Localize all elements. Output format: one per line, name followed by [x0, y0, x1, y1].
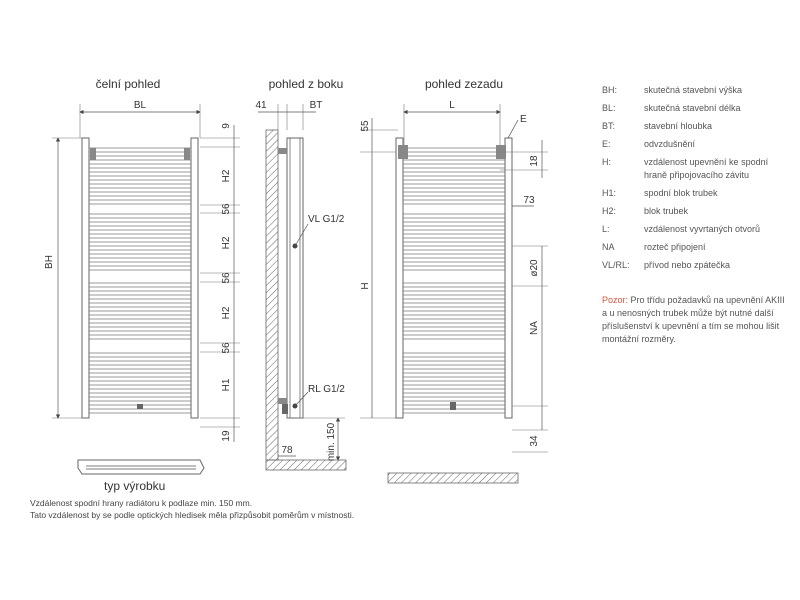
legend-desc: stavební hloubka [644, 121, 713, 131]
front-view: čelní pohled BL BH [44, 77, 240, 493]
note-text: Pro třídu požadavků na upevnění AKIII a … [602, 295, 785, 344]
legend-desc: přívod nebo zpátečka [644, 260, 731, 270]
front-valve [137, 404, 143, 409]
dim-side-bt: BT [310, 100, 323, 111]
legend-desc: skutečná stavební délka [644, 103, 741, 113]
legend-abbr: H: [602, 157, 611, 167]
dim-rear-l: L [449, 100, 455, 111]
dim-front-h2-a: H2 [221, 169, 232, 182]
legend-desc: vzdálenost vyvrtaných otvorů [644, 224, 761, 234]
dim-rear-dia: ø20 [529, 259, 540, 277]
legend-desc: odvzdušnění [644, 139, 696, 149]
legend-row: VL/RL: přívod nebo zpátečka [602, 259, 792, 272]
dim-front-gap-a: 56 [221, 203, 232, 215]
dim-front-gap-b: 56 [221, 272, 232, 284]
footnote: Vzdálenost spodní hrany radiátoru k podl… [30, 497, 354, 521]
legend-abbr: E: [602, 139, 611, 149]
dim-rear-top: 55 [360, 120, 371, 132]
dim-rear-73: 73 [523, 195, 535, 206]
side-bracket-top [278, 148, 287, 154]
legend-desc: blok trubek [644, 206, 689, 216]
dim-bl: BL [134, 100, 147, 111]
side-floor [265, 459, 347, 471]
dim-side-wall: 78 [281, 445, 293, 456]
legend-row: E: odvzdušnění [602, 138, 792, 151]
legend-row: H2: blok trubek [602, 205, 792, 218]
legend-row: BT: stavební hloubka [602, 120, 792, 133]
rear-floor [387, 472, 519, 484]
footnote-line-2: Tato vzdálenost by se podle optických hl… [30, 510, 355, 520]
label-vl: VL G1/2 [308, 214, 345, 225]
footnote-line-1: Vzdálenost spodní hrany radiátoru k podl… [30, 498, 253, 508]
legend-abbr: H2: [602, 206, 617, 216]
dim-rear-bottom: 34 [529, 435, 540, 447]
dim-front-h1: H1 [221, 378, 232, 391]
front-right-dims [200, 125, 240, 442]
dim-front-bottom: 19 [221, 430, 232, 442]
legend-desc: spodní blok trubek [644, 188, 718, 198]
legend-abbr: BH: [602, 85, 618, 95]
product-type-title: typ výrobku [104, 479, 165, 493]
legend-row: L: vzdálenost vyvrtaných otvorů [602, 223, 792, 236]
legend-abbr: BL: [602, 103, 616, 113]
legend-abbr: VL/RL: [602, 260, 630, 270]
side-valve [282, 404, 288, 414]
front-mount-top-left [90, 148, 96, 160]
dim-bh: BH [44, 255, 55, 269]
legend-row: H: vzdálenost upevnění ke spodní hraně př… [602, 156, 792, 182]
rear-view: pohled zezadu L 55 H E 18 73 [360, 77, 548, 484]
dim-front-gap-c: 56 [221, 342, 232, 354]
dim-side-floor: min. 150 [326, 422, 337, 461]
rear-view-title: pohled zezadu [425, 77, 503, 91]
dim-rear-18: 18 [529, 155, 540, 167]
dim-rear-na: NA [529, 321, 540, 335]
product-type-sketch [77, 459, 205, 475]
legend-desc: skutečná stavební výška [644, 85, 743, 95]
legend-row: BH: skutečná stavební výška [602, 84, 792, 97]
side-bracket-bottom [278, 398, 287, 404]
side-view-title: pohled z boku [269, 77, 344, 91]
side-view: pohled z boku 41 BT VL G1/2 RL G1/2 min.… [255, 77, 347, 471]
dim-side-offset: 41 [255, 100, 267, 111]
front-tubes [89, 147, 191, 414]
dim-front-top: 9 [221, 123, 232, 129]
rear-valve [450, 402, 456, 410]
legend-abbr: BT: [602, 121, 616, 131]
legend-row: NA rozteč připojení [602, 241, 792, 254]
side-profile [286, 137, 304, 419]
rear-mount-left [398, 145, 408, 159]
legend-abbr: H1: [602, 188, 617, 198]
rear-tubes [403, 147, 505, 414]
label-e: E [520, 114, 527, 125]
dim-front-h2-c: H2 [221, 306, 232, 319]
legend-abbr: NA [602, 242, 615, 252]
note: Pozor: Pro třídu požadavků na upevnění A… [602, 294, 792, 346]
legend-abbr: L: [602, 224, 610, 234]
legend-row: BL: skutečná stavební délka [602, 102, 792, 115]
legend-desc: vzdálenost upevnění ke spodní hraně přip… [644, 157, 769, 180]
legend-row: H1: spodní blok trubek [602, 187, 792, 200]
front-mount-top-right [184, 148, 190, 160]
legend-desc: rozteč připojení [644, 242, 706, 252]
wall [265, 129, 279, 461]
front-view-title: čelní pohled [96, 77, 161, 91]
dim-front-h2-b: H2 [221, 236, 232, 249]
label-rl: RL G1/2 [308, 384, 345, 395]
dim-rear-h: H [360, 282, 371, 289]
note-label: Pozor: [602, 295, 629, 305]
